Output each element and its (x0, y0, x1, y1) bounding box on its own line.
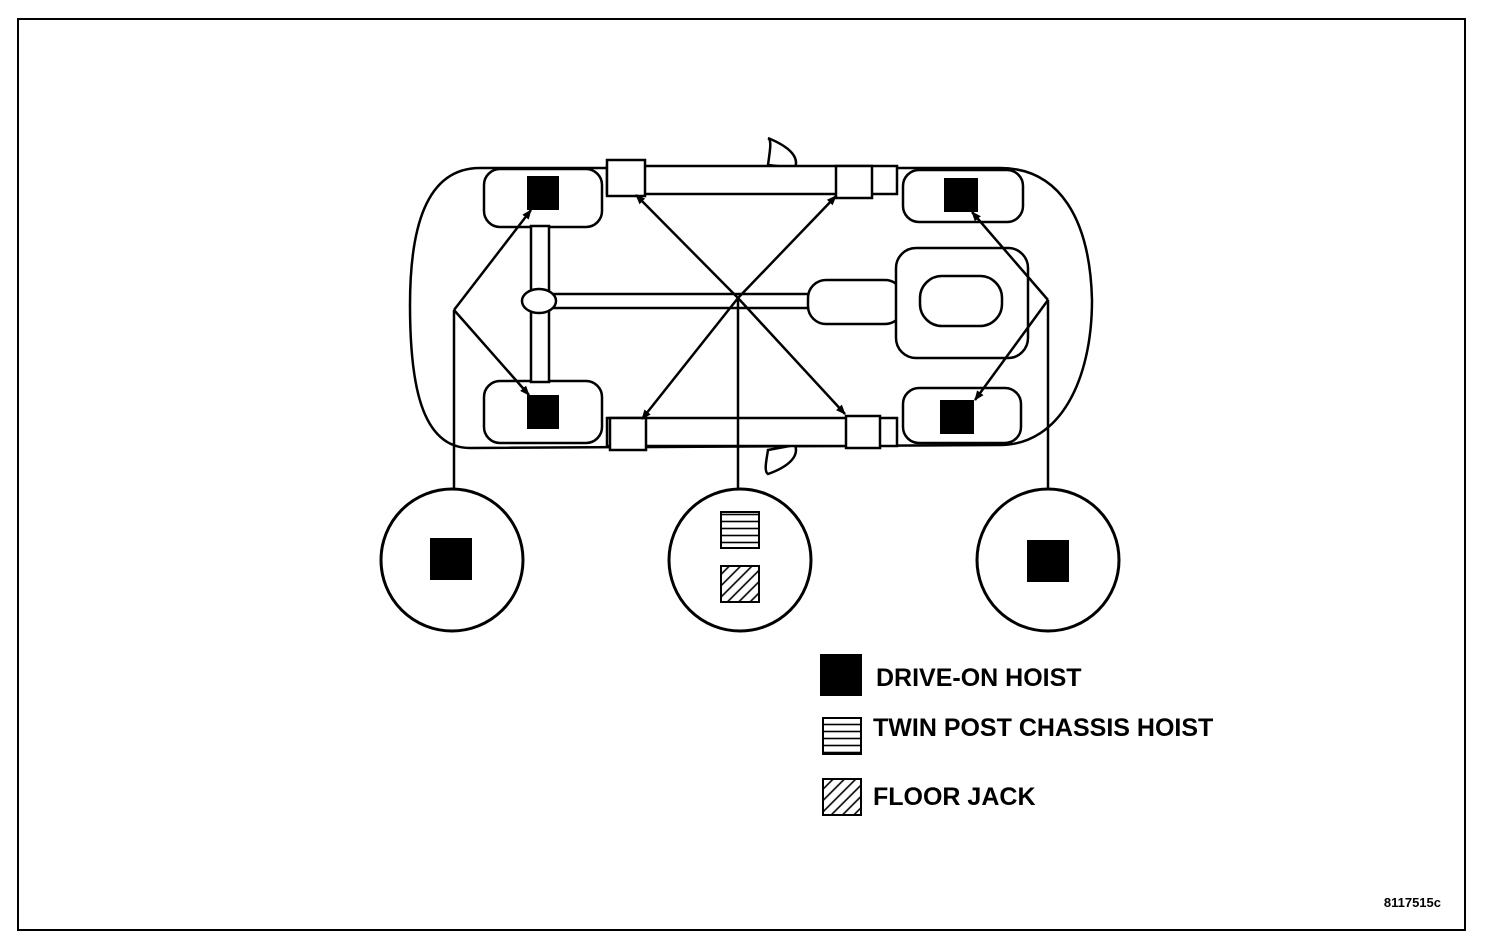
legend: DRIVE-ON HOIST TWIN POST CHASSIS HOIST F… (820, 654, 1213, 816)
mirror-bottom (764, 443, 798, 476)
lift-pad-top-right (834, 164, 874, 200)
differential (520, 287, 558, 315)
driveshaft (548, 292, 814, 310)
legend-floor-jack-label: FLOOR JACK (873, 783, 1036, 811)
hoist-point-rear-right (940, 400, 974, 434)
legend-twin-post-label: TWIN POST CHASSIS HOIST (873, 714, 1213, 742)
hoist-point-front-left (527, 176, 559, 210)
legend-drive-on-hoist-label: DRIVE-ON HOIST (876, 664, 1082, 692)
lift-pad-bottom-left (608, 416, 648, 452)
legend-twin-post-icon (822, 717, 862, 755)
transmission (806, 278, 905, 326)
figure-id: 8117515c (1384, 895, 1441, 910)
callout-center-twin-post-icon (720, 511, 760, 549)
oil-pan (918, 274, 1004, 328)
callout-left-drive-on-hoist-icon (430, 538, 472, 580)
vehicle-underside (408, 136, 1094, 476)
legend-floor-jack-icon (822, 778, 862, 816)
hoist-point-rear-left (527, 395, 559, 429)
vehicle-body-outline (408, 166, 1094, 450)
callout-right (975, 487, 1121, 633)
callout-center-floor-jack-icon (720, 565, 760, 603)
callout-right-drive-on-hoist-icon (1027, 540, 1069, 582)
callout-left (379, 487, 525, 633)
lift-pad-top-left (605, 158, 647, 198)
lift-pad-bottom-right (844, 414, 882, 450)
figure-frame (17, 18, 1466, 931)
hoist-point-front-right (944, 178, 978, 212)
legend-drive-on-hoist-icon (820, 654, 862, 696)
mirror-top (766, 136, 798, 170)
callout-center (667, 487, 813, 633)
leader-lines (452, 194, 1050, 490)
drive-on-hoist-points (527, 176, 978, 434)
